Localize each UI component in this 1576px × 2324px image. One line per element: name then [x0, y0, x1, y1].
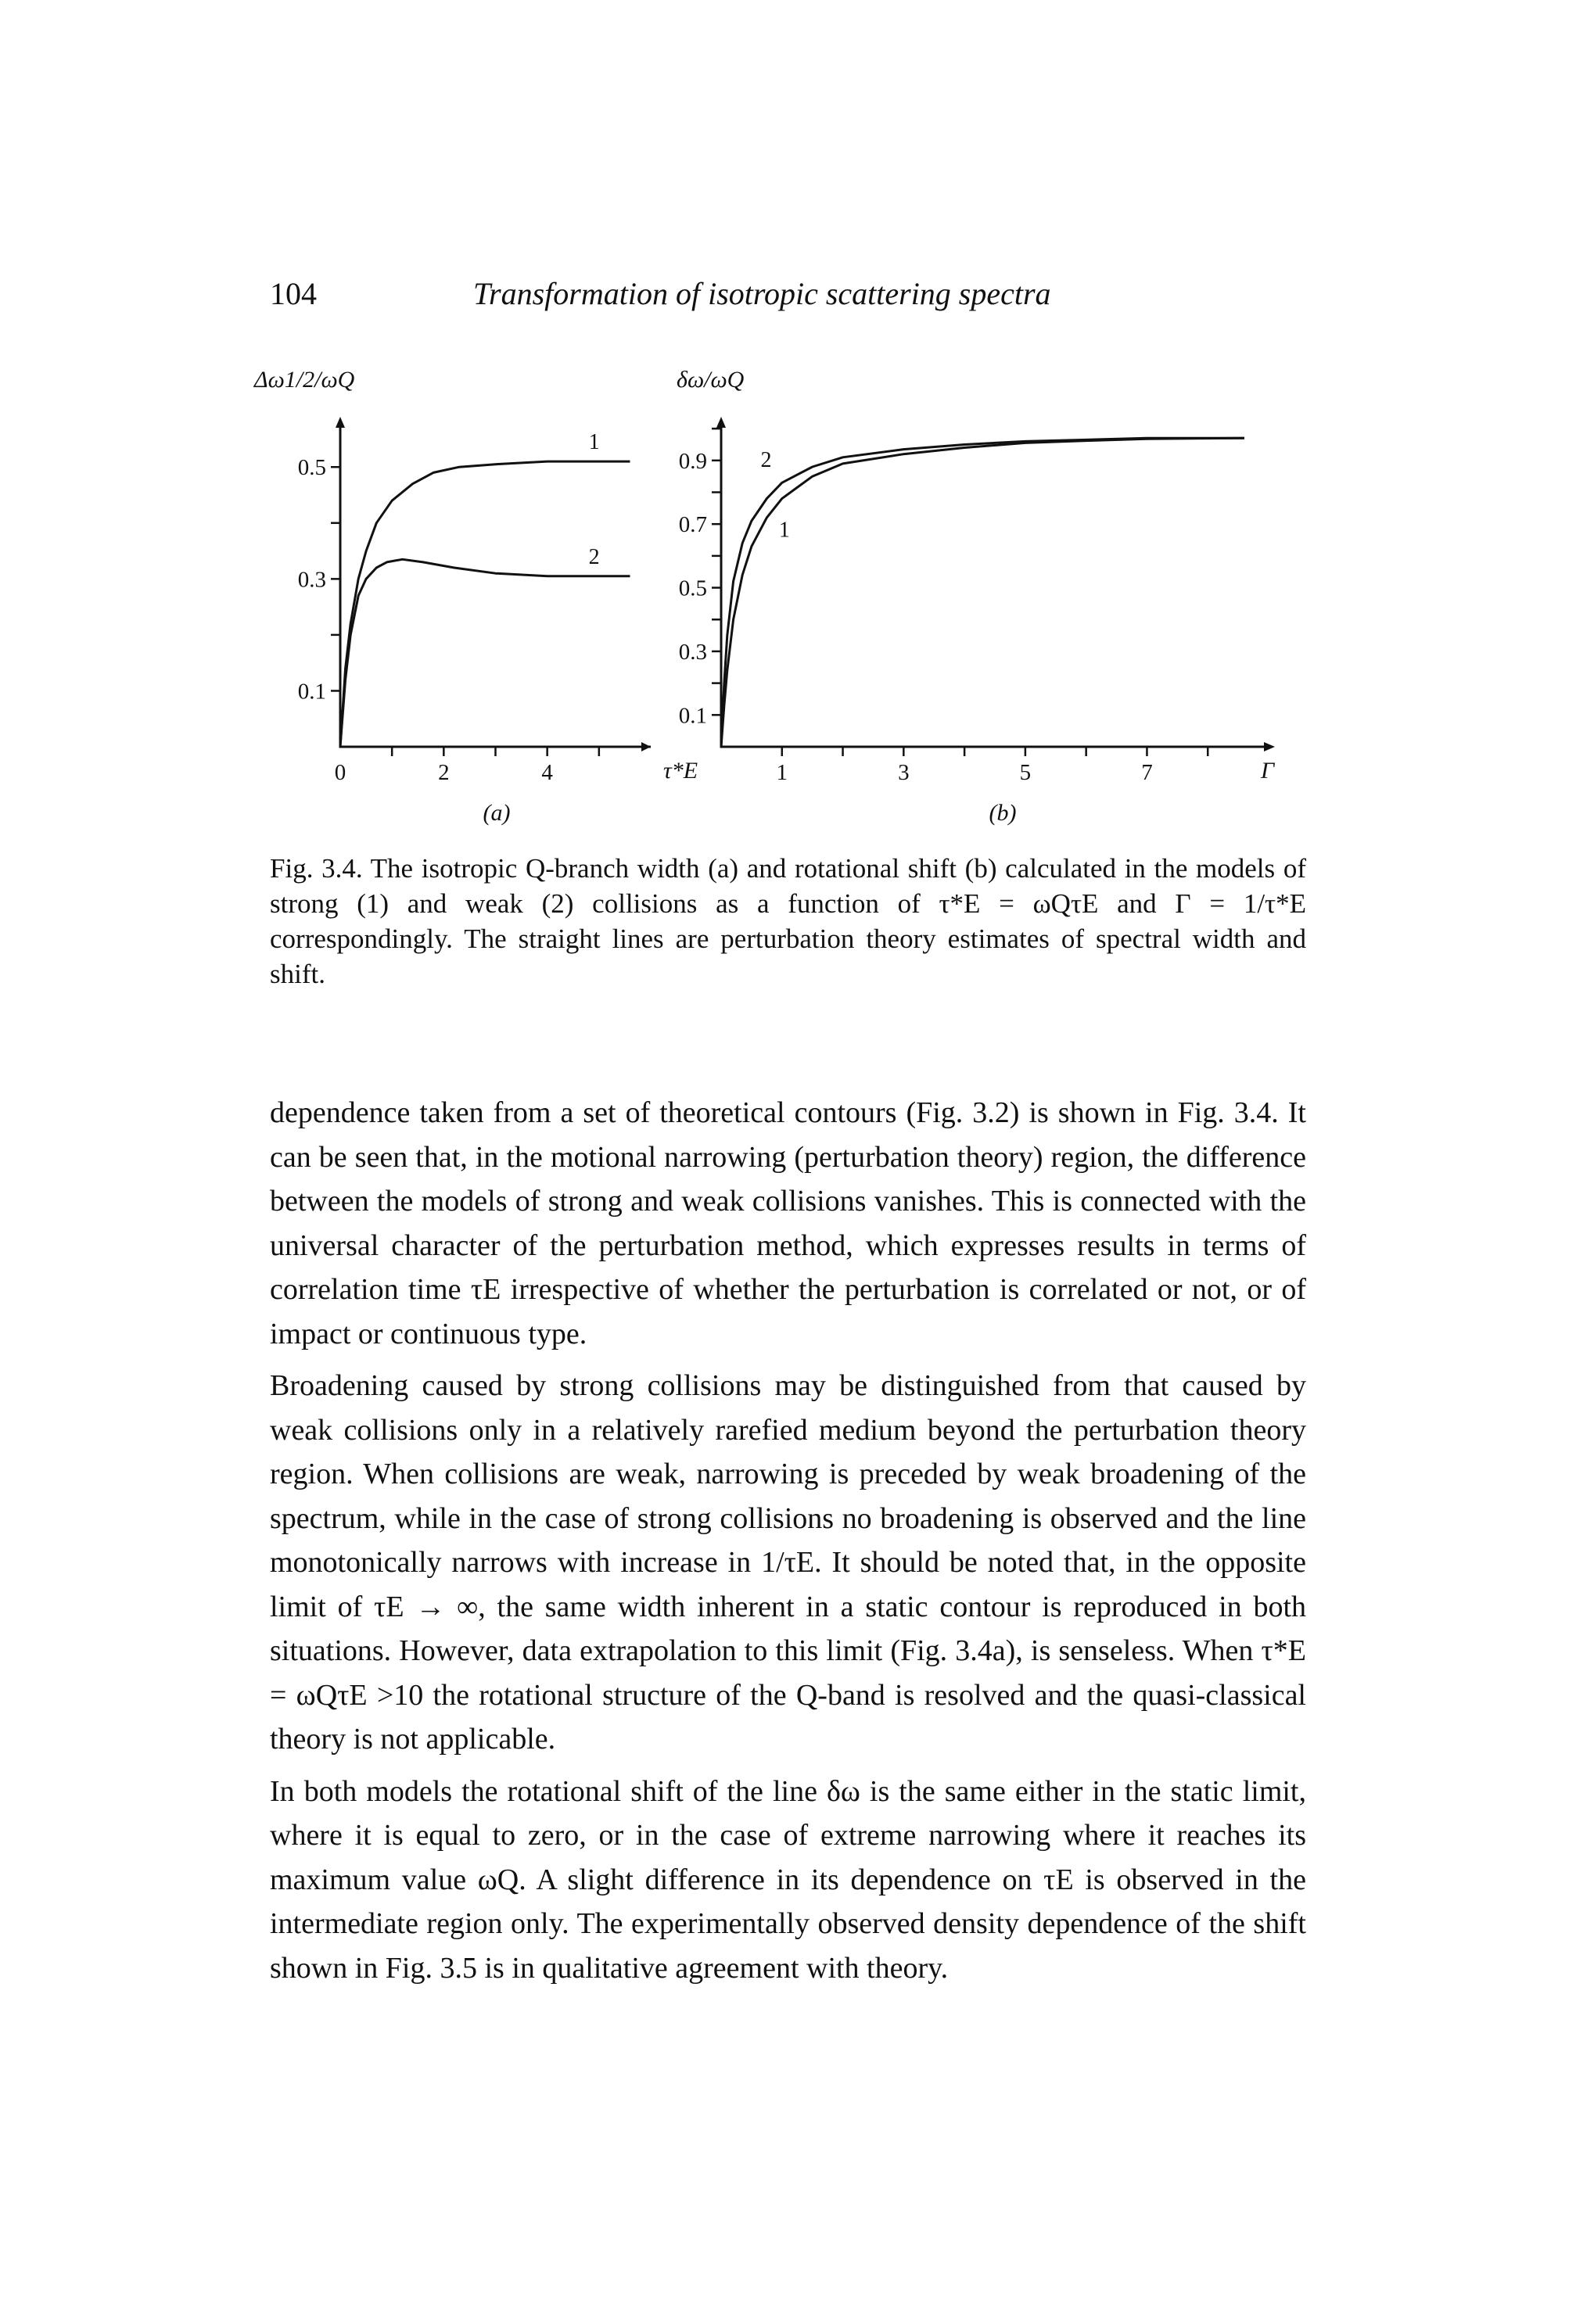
series-label: 2: [761, 448, 772, 472]
panel-b-x-arrow: [1264, 742, 1275, 751]
series-line-1: [720, 436, 1244, 748]
figure-caption: Fig. 3.4. The isotropic Q-branch width (…: [270, 853, 1306, 989]
series-label: 2: [589, 545, 600, 569]
series-line-2: [720, 436, 1244, 748]
y-tick-label: 0.5: [298, 455, 326, 480]
panel-a-ylabel: Δω1/2/ωQ: [253, 367, 355, 393]
panel-b: δω/ωQ 0.9 0.7 0.5 0.3 0.1 1 3 5 7 2 1 Γ (b): [677, 367, 1276, 826]
x-tick-label: 5: [1020, 760, 1032, 785]
body-text: dependence taken from a set of theoretic…: [270, 1091, 1306, 1998]
panel-a-axes: [339, 422, 651, 748]
panel-a-y-arrow: [336, 417, 345, 428]
y-tick-label: 0.9: [679, 449, 707, 474]
paragraph-2: Broadening caused by strong collisions m…: [270, 1369, 1306, 1756]
panel-b-ylabel: δω/ωQ: [677, 367, 745, 393]
running-title: Transformation of isotropic scattering s…: [473, 276, 1051, 311]
running-head: 104 Transformation of isotropic scatterin…: [270, 275, 1310, 313]
series-label: 1: [779, 518, 790, 542]
x-tick-label: 4: [541, 760, 553, 785]
y-tick-label: 0.1: [298, 679, 326, 704]
panel-b-xlabel: Γ: [1260, 758, 1276, 784]
panel-a-x-arrow: [641, 742, 651, 751]
y-tick-label: 0.5: [679, 576, 707, 601]
series-label: 1: [589, 430, 600, 454]
x-tick-label: 0: [335, 760, 346, 785]
series-line-2: [339, 558, 630, 748]
figure-3-4: Δω1/2/ωQ 0.5 0.3 0.1 0 2 4 1 2 τ*E (a) δω/ωQ …: [253, 367, 1276, 826]
paragraph-1: dependence taken from a set of theoretic…: [270, 1096, 1306, 1350]
panel-a: Δω1/2/ωQ 0.5 0.3 0.1 0 2 4 1 2 τ*E (a): [253, 367, 698, 826]
panel-b-label: (b): [989, 800, 1017, 826]
series-line-1: [339, 460, 630, 748]
y-tick-label: 0.3: [298, 567, 326, 592]
page-number: 104: [270, 276, 317, 311]
y-tick-label: 0.7: [679, 512, 707, 537]
y-tick-label: 0.1: [679, 703, 707, 728]
x-tick-label: 7: [1141, 760, 1153, 785]
panel-a-label: (a): [483, 800, 511, 826]
y-tick-label: 0.3: [679, 640, 707, 665]
x-tick-label: 3: [898, 760, 910, 785]
paragraph-3: In both models the rotational shift of t…: [270, 1774, 1306, 1985]
panel-b-y-arrow: [716, 417, 726, 428]
panel-a-xlabel: τ*E: [663, 758, 698, 784]
x-tick-label: 1: [777, 760, 788, 785]
x-tick-label: 2: [438, 760, 450, 785]
